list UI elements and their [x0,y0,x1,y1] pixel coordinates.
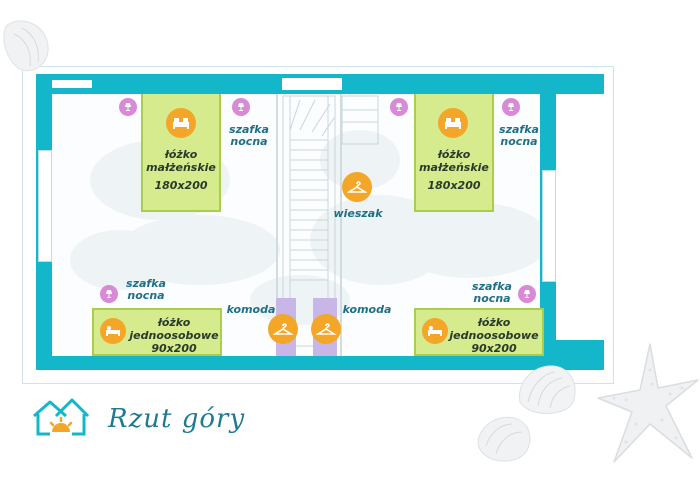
lamp-icon [396,103,402,111]
bed-line1: łóżko [157,316,191,329]
window-right [542,170,556,282]
nightstand-label-top-left: szafka nocna [224,124,274,148]
window-top-left [52,80,92,88]
dresser-label-right: komoda [342,303,392,316]
lamp-icon-circle [390,98,408,116]
lamp-icon-circle [100,285,118,303]
window-left [38,150,52,262]
wall-partition-right [340,94,342,356]
bed-line2: jednoosobowe [129,329,219,342]
single-bed-label-right: łóżko jednoosobowe 90x200 [444,316,544,355]
nightstand-label-bottom-right: szafka nocna [466,281,518,305]
nightstand-line2: nocna [500,135,538,148]
seashell-icon [519,365,576,414]
starfish-icon [597,343,699,463]
dresser-label-left: komoda [226,303,276,316]
bed-size: 180x200 [154,179,208,192]
lamp-icon [508,103,514,111]
lamp-icon-circle [502,98,520,116]
lamp-icon [106,290,112,298]
nightstand-line2: nocna [473,292,511,305]
double-bed-label-left: łóżko małżeńskie 180x200 [141,148,221,192]
bed-line2: małżeńskie [146,161,216,174]
nightstand-line1: szafka [229,123,269,136]
page-title: Rzut góry [108,404,246,434]
hanger-icon-circle [342,172,372,202]
wall-right-stub-bottom [556,340,604,370]
nightstand-line1: szafka [126,277,166,290]
wall-partition-left [276,94,278,356]
nightstand-label-top-right: szafka nocna [494,124,544,148]
nightstand-line2: nocna [127,289,165,302]
double-bed-label-right: łóżko małżeńskie 180x200 [414,148,494,192]
lamp-icon-circle [518,285,536,303]
bed-line1: łóżko [164,148,198,161]
bed-icon-circle [438,108,468,138]
lamp-icon-circle [232,98,250,116]
lamp-icon [524,290,530,298]
bed-icon-circle [166,108,196,138]
seashell-icon [477,416,531,462]
bed-line2: małżeńskie [419,161,489,174]
wall-bottom [36,356,604,370]
bed-icon-circle [100,318,126,344]
bed-line2: jednoosobowe [449,329,539,342]
nightstand-label-bottom-left: szafka nocna [120,278,172,302]
plan-outline [22,66,614,384]
hanger-icon-circle [268,314,298,344]
single-bed-right [414,308,544,356]
bed-size: 180x200 [427,179,481,192]
hanger-icon [316,323,336,335]
bed-icon [445,118,461,129]
bed-icon-circle [422,318,448,344]
hanger-label: wieszak [333,207,383,220]
nightstand-line1: szafka [499,123,539,136]
nightstand-line2: nocna [230,135,268,148]
hanger-icon-circle [311,314,341,344]
bed-icon [428,326,442,336]
single-bed-label-left: łóżko jednoosobowe 90x200 [124,316,224,355]
window-top-mid [282,78,342,90]
bed-icon [106,326,120,336]
bed-line1: łóżko [437,148,471,161]
lamp-icon [125,103,131,111]
bed-line1: łóżko [477,316,511,329]
lamp-icon [238,103,244,111]
bed-size: 90x200 [471,342,517,355]
wall-right-stub-top [556,74,604,94]
lamp-icon-circle [119,98,137,116]
seashell-icon [3,20,49,72]
bed-size: 90x200 [151,342,197,355]
hanger-icon [347,181,367,193]
bed-icon [173,118,189,129]
hanger-icon [273,323,293,335]
house-sun-logo-icon [33,398,90,436]
nightstand-line1: szafka [472,280,512,293]
